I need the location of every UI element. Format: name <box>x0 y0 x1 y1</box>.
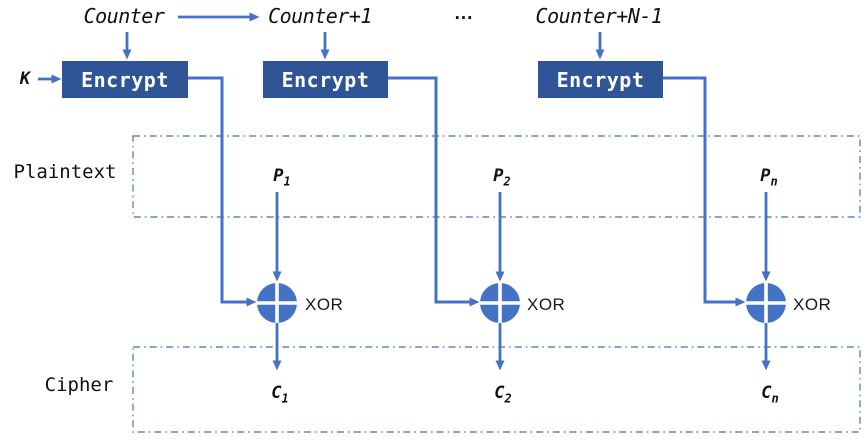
xor-label-2: XOR <box>527 295 566 314</box>
encrypt-box-3: Encrypt <box>538 61 663 98</box>
c1-base: C <box>271 383 282 403</box>
cipher-label-2: C2 <box>494 381 511 410</box>
key-label: K <box>19 69 31 89</box>
plaintext-label-2: P2 <box>493 164 510 193</box>
cipher-row-label: Cipher <box>44 374 114 396</box>
arrow-keystream-1 <box>188 76 257 307</box>
plaintext-label-n: Pn <box>760 164 777 193</box>
arrow-keystream-3 <box>663 76 746 307</box>
encrypt-box-2: Encrypt <box>263 61 388 98</box>
cipher-row-box <box>132 346 861 433</box>
xor-label-3: XOR <box>793 295 832 314</box>
counter-label-3: Counter+N-1 <box>535 4 663 28</box>
cn-base: C <box>761 383 772 403</box>
p1-sub: 1 <box>283 174 291 189</box>
cn-sub: n <box>771 391 779 406</box>
c1-sub: 1 <box>281 391 289 406</box>
encrypt-box-1: Encrypt <box>62 61 188 98</box>
counter-label-2: Counter+1 <box>268 4 372 28</box>
c2-base: C <box>494 383 505 403</box>
plaintext-row-box <box>132 135 861 218</box>
cipher-label-1: C1 <box>271 381 288 410</box>
c2-sub: 2 <box>504 391 512 406</box>
pn-base: P <box>760 166 771 186</box>
p2-base: P <box>493 166 504 186</box>
pn-sub: n <box>770 174 778 189</box>
ellipsis-label: ... <box>454 3 474 24</box>
plaintext-label-1: P1 <box>273 164 290 193</box>
p1-base: P <box>273 166 284 186</box>
xor-node-1 <box>257 283 297 323</box>
plaintext-row-label: Plaintext <box>13 161 117 183</box>
xor-node-3 <box>746 283 786 323</box>
p2-sub: 2 <box>503 174 511 189</box>
counter-label-1: Counter <box>83 4 165 28</box>
arrow-keystream-2 <box>388 76 480 307</box>
xor-node-2 <box>480 283 520 323</box>
xor-label-1: XOR <box>305 295 344 314</box>
cipher-label-n: Cn <box>761 381 778 410</box>
